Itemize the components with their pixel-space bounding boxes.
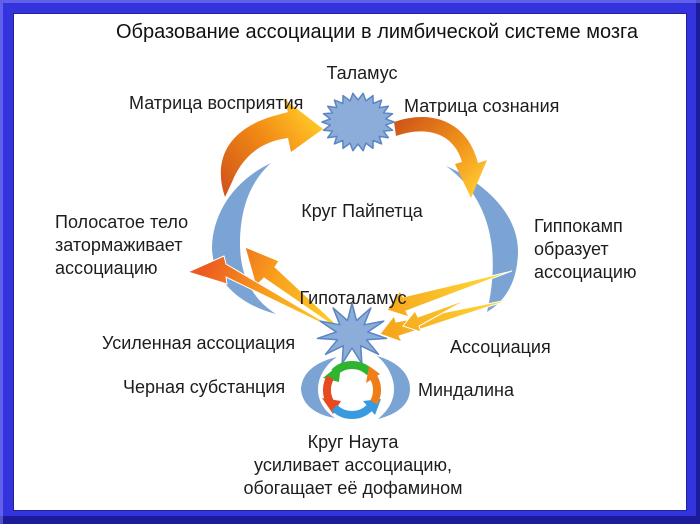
- label-amygdala: Миндалина: [418, 380, 515, 400]
- label-nauta-circle: Круг Наута усиливает ассоциацию, обогаща…: [243, 432, 463, 498]
- label-strengthened-association: Усиленная ассоциация: [102, 333, 296, 353]
- label-consciousness-matrix: Матрица сознания: [404, 96, 560, 116]
- slide-title: Образование ассоциации в лимбической сис…: [115, 21, 639, 43]
- label-papez-circle: Круг Пайпетца: [301, 201, 423, 221]
- label-perception-matrix: Матрица восприятия: [129, 93, 304, 113]
- label-striatum: Полосатое тело затормаживает ассоциацию: [55, 212, 189, 278]
- label-hypothalamus: Гипоталамус: [299, 288, 407, 308]
- label-thalamus: Таламус: [326, 63, 398, 83]
- label-substantia-nigra: Черная субстанция: [123, 377, 286, 397]
- label-hippocampus: Гиппокамп образует ассоциацию: [534, 216, 637, 282]
- label-association: Ассоциация: [450, 337, 551, 357]
